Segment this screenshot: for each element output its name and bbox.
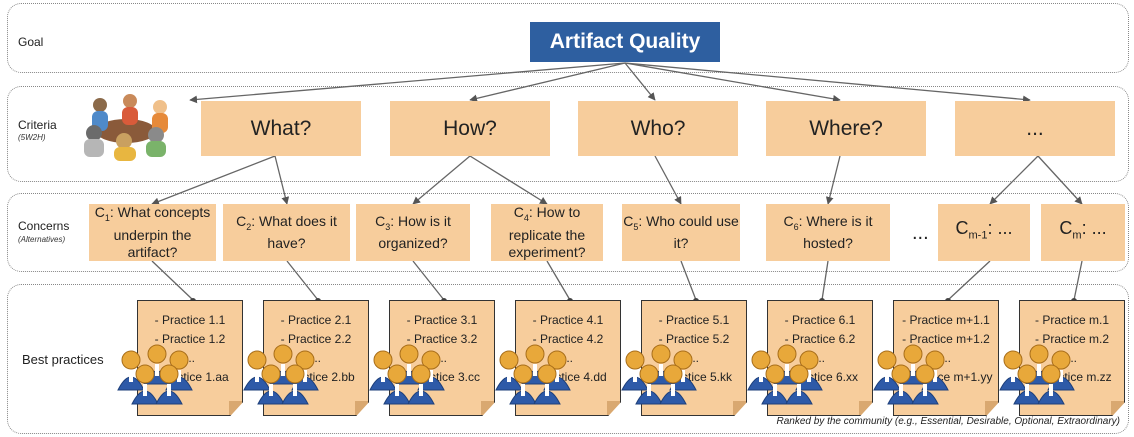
practice-item: - Practice 4.1 [532, 313, 604, 327]
concern-c1: C1: What concepts underpin the artifact? [89, 204, 216, 261]
community-icon [369, 344, 445, 405]
community-icon [999, 344, 1075, 405]
goal-box: Artifact Quality [530, 22, 720, 62]
practice-item: - Practice 5.1 [658, 313, 730, 327]
criteria-row-label: Criteria [18, 118, 57, 132]
concerns-ellipsis: ... [912, 222, 929, 244]
practice-item: ... [436, 351, 447, 365]
concern-c5: C5: Who could use it? [622, 204, 740, 261]
practice-item: - Practice 2.1 [280, 313, 352, 327]
concerns-row-label: Concerns [18, 219, 70, 233]
community-icon [495, 344, 571, 405]
community-icon [873, 344, 949, 405]
practice-item: - Practice 3.2 [406, 332, 478, 346]
best-practices-row-label: Best practices [22, 352, 104, 367]
practice-item: - Practice m.2 [1034, 332, 1109, 346]
team-meeting-icon [84, 94, 168, 161]
community-icon [243, 344, 319, 405]
practice-item: - Practice 1.1 [154, 313, 226, 327]
practice-item: ... [814, 351, 825, 365]
concerns-band [7, 193, 1129, 272]
practice-item: - Practice 6.2 [784, 332, 856, 346]
concern-c6: C6: Where is it hosted? [766, 204, 890, 261]
practice-note: - Practice 3.1- Practice 3.2...- Practic… [389, 300, 495, 416]
practice-item: ... [310, 351, 321, 365]
practice-note: - Practice 2.1- Practice 2.2...- Practic… [263, 300, 369, 416]
criteria-who: Who? [578, 101, 738, 156]
criteria-band [7, 86, 1129, 182]
community-icon [621, 344, 697, 405]
practice-item: ... [688, 351, 699, 365]
criteria-more: ... [955, 101, 1115, 156]
concern-c2: C2: What does it have? [223, 204, 350, 261]
practice-item: ... [562, 351, 573, 365]
practice-item: - Practice m.1 [1034, 313, 1109, 327]
practice-item: - Practice 2.2 [280, 332, 352, 346]
concern-cm-1: Cm-1: ... [938, 204, 1030, 261]
concern-c3: C3: How is it organized? [356, 204, 470, 261]
practice-item: - Practice 5.2 [658, 332, 730, 346]
practice-item: ... [184, 351, 195, 365]
practice-item: ... [1066, 351, 1077, 365]
community-icon [117, 344, 193, 405]
practice-item: - Practice 3.1 [406, 313, 478, 327]
goal-band [7, 3, 1129, 73]
criteria-how: How? [390, 101, 550, 156]
practice-item: - Practice 1.2 [154, 332, 226, 346]
practice-note: - Practice m+1.1- Practice m+1.2...- Pra… [893, 300, 999, 416]
ranking-note: Ranked by the community (e.g., Essential… [776, 416, 1121, 427]
goal-row-label: Goal [18, 35, 44, 49]
practice-item: - Practice m+1.1 [902, 313, 990, 327]
practice-item: - Practice 6.1 [784, 313, 856, 327]
concerns-row-sublabel: (Alternatives) [18, 235, 66, 244]
practice-item: ... [940, 351, 951, 365]
criteria-what: What? [201, 101, 361, 156]
practice-item: - Practice m+1.2 [902, 332, 990, 346]
community-icon [747, 344, 823, 405]
concern-c4: C4: How to replicate the experiment? [491, 204, 603, 261]
concern-cm: Cm: ... [1041, 204, 1125, 261]
best-practices-band [7, 284, 1129, 434]
criteria-row-sublabel: (5W2H) [18, 133, 46, 142]
practice-item: - Practice 4.2 [532, 332, 604, 346]
criteria-where: Where? [766, 101, 926, 156]
